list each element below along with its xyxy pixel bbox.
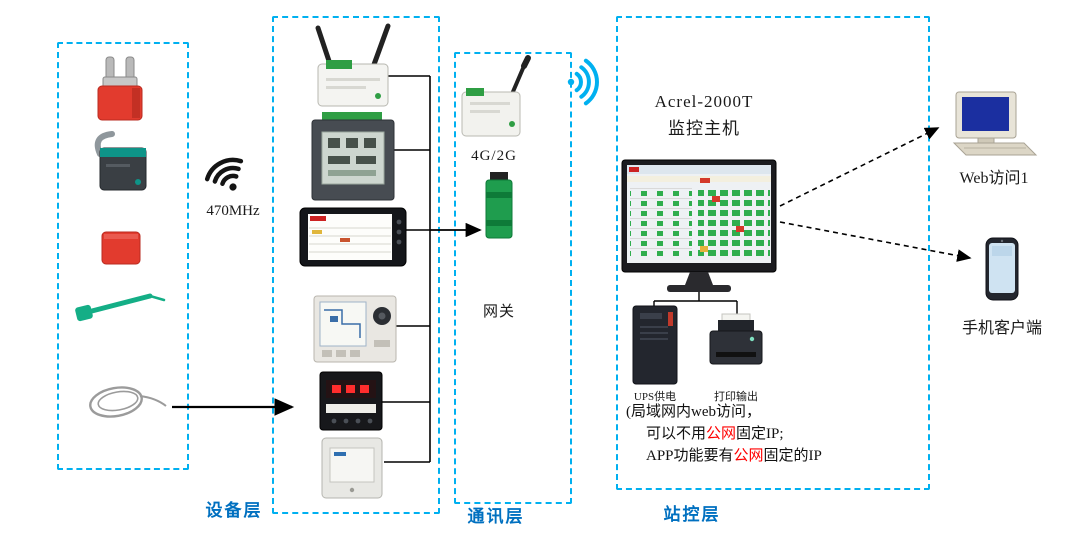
ups-label: UPS供电 xyxy=(633,391,677,403)
station-layer-label: 站控层 xyxy=(663,505,721,524)
gateway-label: 网关 xyxy=(482,304,515,320)
wifi-4g-icon xyxy=(567,58,599,106)
sensor-layer-box xyxy=(57,42,189,470)
host-title-line1: Acrel-2000T xyxy=(654,92,754,111)
host-title-line2: 监控主机 xyxy=(668,119,740,138)
note-line1-text: (局域网内web访问， xyxy=(626,404,761,420)
module-4g-label: 4G/2G xyxy=(471,148,517,164)
note-line2-red: 公网 xyxy=(706,426,737,442)
note-line3-post: 固定的IP xyxy=(763,448,822,464)
note-line3: APP功能要有公网固定的IP xyxy=(646,444,822,465)
device-layer-label: 设备层 xyxy=(205,501,263,520)
web-client-label: Web访问1 xyxy=(959,170,1029,187)
wifi-470mhz-icon xyxy=(204,157,244,191)
note-line3-red: 公网 xyxy=(733,448,764,464)
note-line2-pre: 可以不用 xyxy=(646,426,707,442)
note-line1: (局域网内web访问， xyxy=(626,400,761,421)
mobile-client-label: 手机客户端 xyxy=(961,320,1042,337)
frequency-label: 470MHz xyxy=(206,203,260,219)
note-line2-post: 固定IP; xyxy=(736,426,784,442)
comm-layer-label: 通讯层 xyxy=(467,507,525,526)
comm-layer-box xyxy=(454,52,572,504)
desktop-computer-icon xyxy=(952,91,1038,156)
note-line2: 可以不用公网固定IP; xyxy=(646,422,784,443)
device-layer-box xyxy=(272,16,440,514)
smartphone-icon xyxy=(985,237,1019,301)
printer-label: 打印输出 xyxy=(714,391,758,403)
note-line3-pre: APP功能要有 xyxy=(646,448,734,464)
